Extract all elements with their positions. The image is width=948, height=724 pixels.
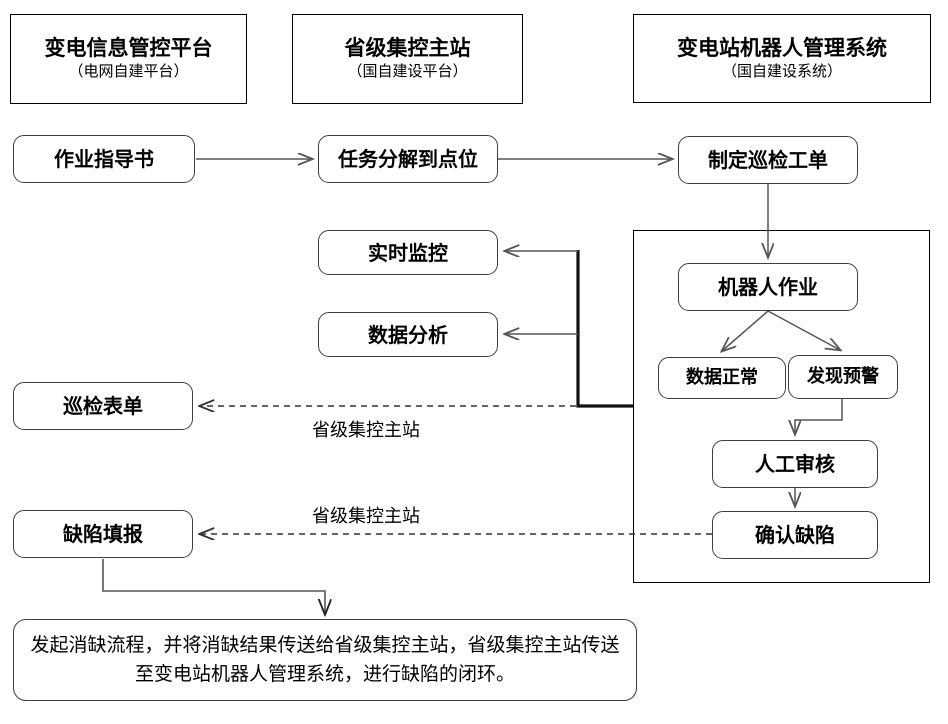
system-header-subtitle: （电网自建平台） [68, 62, 189, 81]
node-label: 数据分析 [368, 322, 448, 347]
node-label: 巡检表单 [63, 394, 143, 418]
system-header-title: 变电站机器人管理系统 [677, 35, 887, 60]
node-label: 任务分解到点位 [338, 147, 478, 171]
system-header-platform: 变电信息管控平台 （电网自建平台） [10, 14, 247, 104]
node-robot-operation[interactable]: 机器人作业 [678, 263, 858, 311]
node-label: 确认缺陷 [755, 523, 835, 547]
node-label: 人工审核 [755, 452, 835, 476]
edge-panel-trunk [576, 250, 633, 408]
node-task-decompose[interactable]: 任务分解到点位 [318, 135, 498, 183]
system-header-subtitle: （国自建设平台） [347, 62, 468, 81]
robot-system-panel [633, 230, 930, 583]
edge-defect-report-to-note [102, 559, 325, 614]
node-work-instruction[interactable]: 作业指导书 [13, 135, 195, 183]
node-data-normal[interactable]: 数据正常 [658, 357, 786, 399]
system-header-subtitle: （国自建设系统） [721, 61, 842, 80]
system-header-robot: 变电站机器人管理系统 （国自建设系统） [633, 14, 931, 103]
edge-label-inspection-form-channel: 省级集控主站 [312, 420, 420, 441]
node-inspection-form[interactable]: 巡检表单 [13, 382, 193, 430]
node-label: 作业指导书 [54, 147, 154, 171]
node-label: 制定巡检工单 [708, 148, 828, 172]
system-header-title: 省级集控主站 [344, 36, 471, 61]
defect-closure-note-text: 发起消缺流程，并将消缺结果传送给省级集控主站，省级集控主站传送至变电站机器人管理… [30, 633, 620, 685]
system-header-province: 省级集控主站 （国自建设平台） [292, 14, 523, 104]
node-manual-review[interactable]: 人工审核 [712, 440, 878, 488]
node-label: 缺陷填报 [63, 522, 143, 546]
node-label: 机器人作业 [718, 275, 818, 299]
node-label: 发现预警 [807, 366, 879, 388]
node-label: 数据正常 [686, 367, 758, 389]
node-create-work-order[interactable]: 制定巡检工单 [678, 136, 858, 184]
node-realtime-monitor[interactable]: 实时监控 [318, 230, 498, 275]
node-alarm-found[interactable]: 发现预警 [788, 355, 898, 399]
edge-label-defect-report-channel: 省级集控主站 [312, 506, 420, 527]
system-header-title: 变电信息管控平台 [44, 36, 213, 61]
defect-closure-note[interactable]: 发起消缺流程，并将消缺结果传送给省级集控主站，省级集控主站传送至变电站机器人管理… [13, 619, 637, 701]
node-data-analysis[interactable]: 数据分析 [318, 312, 498, 357]
node-confirm-defect[interactable]: 确认缺陷 [712, 511, 878, 559]
node-defect-report[interactable]: 缺陷填报 [13, 510, 193, 558]
node-label: 实时监控 [368, 240, 448, 265]
